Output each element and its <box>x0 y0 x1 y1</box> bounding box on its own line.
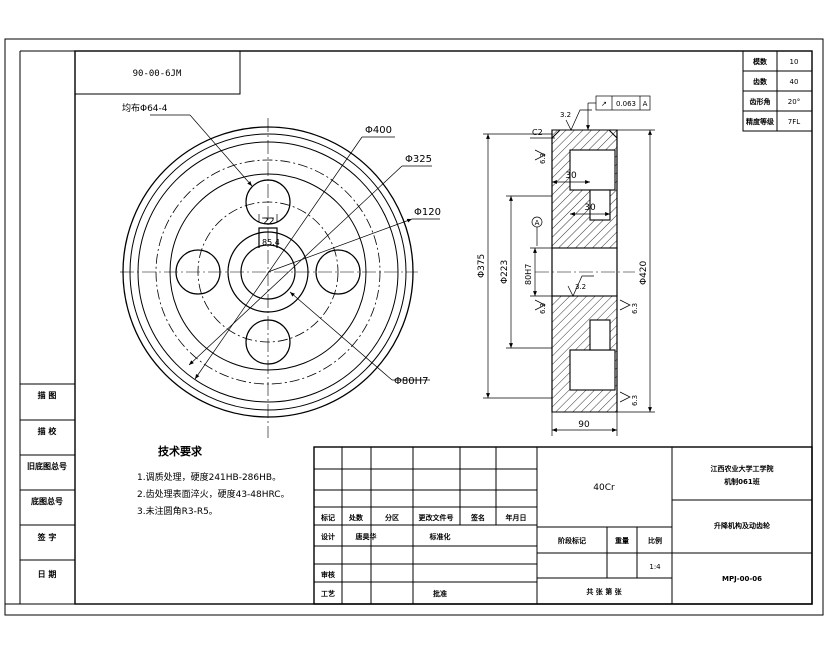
gear-table-label-4: 精度等级 <box>746 117 775 126</box>
holes-label: 均布Φ64-4 <box>122 102 168 114</box>
tb-header-5: 签名 <box>470 513 485 522</box>
dim-80: 80H7 <box>524 264 533 285</box>
section-dimensions <box>483 95 655 436</box>
title-block <box>313 446 813 605</box>
gear-table-value-1: 10 <box>790 58 799 66</box>
tb-std-label: 标准化 <box>429 532 451 541</box>
gear-table-label-2: 齿数 <box>753 77 768 86</box>
tb-header-1: 标记 <box>320 513 335 522</box>
dim-375: Φ375 <box>477 254 487 278</box>
tb-org-line1: 江西农业大学工学院 <box>711 464 774 473</box>
tb-stage-label: 阶段标记 <box>558 536 586 545</box>
tb-org-line2: 机制061班 <box>724 477 760 486</box>
roughness-side-2: 6.3 <box>539 303 547 314</box>
dia-pitch-label: Φ325 <box>405 154 432 165</box>
tb-header-3: 分区 <box>385 513 399 522</box>
tech-req-title: 技术要求 <box>158 444 203 458</box>
datum-a: A <box>535 219 540 227</box>
tb-design-label: 设计 <box>321 532 335 541</box>
tb-header-6: 年月日 <box>506 513 527 522</box>
outer-border <box>4 38 824 616</box>
dim-width: 90 <box>578 420 590 430</box>
tolerance-symbol-icon: ↗ <box>601 100 607 108</box>
gear-table-label-3: 齿形角 <box>750 97 771 106</box>
tb-sheet-info: 共 张 第 张 <box>586 587 622 596</box>
tech-req-item-1: 1.调质处理，硬度241HB-286HB。 <box>137 471 281 483</box>
tb-scale-label: 比例 <box>648 536 662 545</box>
tb-header-4: 更改文件号 <box>419 513 454 522</box>
dia-bore-label: Φ80H7 <box>394 376 428 387</box>
gear-table-value-4: 7FL <box>788 118 800 126</box>
left-strip-item-3: 旧底图总号 <box>27 461 67 471</box>
left-strip-table <box>20 383 75 561</box>
keyway-width-label: 22 <box>263 217 274 227</box>
gear-table-label-1: 模数 <box>753 57 768 66</box>
tb-part-name: 升降机构及动齿轮 <box>714 521 770 530</box>
tolerance-datum: A <box>643 100 648 108</box>
left-strip-item-1: 描 图 <box>38 390 57 400</box>
roughness-side-1: 6.3 <box>539 153 547 164</box>
tolerance-value: 0.063 <box>616 100 636 108</box>
drawing-number-box <box>74 50 241 95</box>
front-view <box>120 118 418 438</box>
gear-table <box>742 50 813 132</box>
roughness-side-4: 6.3 <box>631 395 639 406</box>
left-strip-item-6: 日 期 <box>38 569 57 579</box>
tech-req-item-2: 2.齿处理表面淬火，硬度43-48HRC。 <box>137 488 290 500</box>
roughness-side-3: 6.3 <box>631 303 639 314</box>
left-strip-item-2: 描 校 <box>38 426 58 436</box>
tb-review-label: 审核 <box>321 570 335 579</box>
dim-web: 30 <box>584 203 596 213</box>
tb-material: 40Cr <box>593 483 615 493</box>
drawing-number-text: 90-00-6JM <box>133 69 182 79</box>
dim-rim: 30 <box>565 171 577 181</box>
tb-scale: 1:4 <box>649 563 661 571</box>
dia-hub-label: Φ120 <box>414 207 441 218</box>
tb-weight-label: 重量 <box>615 536 629 545</box>
tb-header-2: 处数 <box>348 513 364 522</box>
tb-drawing-no: MPJ-00-06 <box>722 575 762 583</box>
dim-420: Φ420 <box>639 260 649 285</box>
chamfer-label: C2 <box>532 128 543 137</box>
gear-table-value-2: 40 <box>790 78 799 86</box>
keyway-depth-label: 85.4 <box>262 238 280 247</box>
section-view <box>551 129 618 413</box>
left-strip-item-5: 签 字 <box>37 532 57 542</box>
tb-approve-label: 批准 <box>433 589 447 598</box>
front-view-leaders <box>150 114 440 381</box>
roughness-mid: 3.2 <box>575 283 586 291</box>
tech-req-item-3: 3.未注圆角R3-R5。 <box>137 505 218 517</box>
gear-table-value-3: 20° <box>788 98 800 106</box>
dia-outer-label: Φ400 <box>365 125 392 136</box>
dim-223: Φ223 <box>500 260 510 284</box>
roughness-top: 3.2 <box>560 111 571 119</box>
left-strip-item-4: 底图总号 <box>30 496 63 506</box>
tb-designer: 唐昊华 <box>356 532 377 541</box>
tb-process-label: 工艺 <box>321 589 335 598</box>
